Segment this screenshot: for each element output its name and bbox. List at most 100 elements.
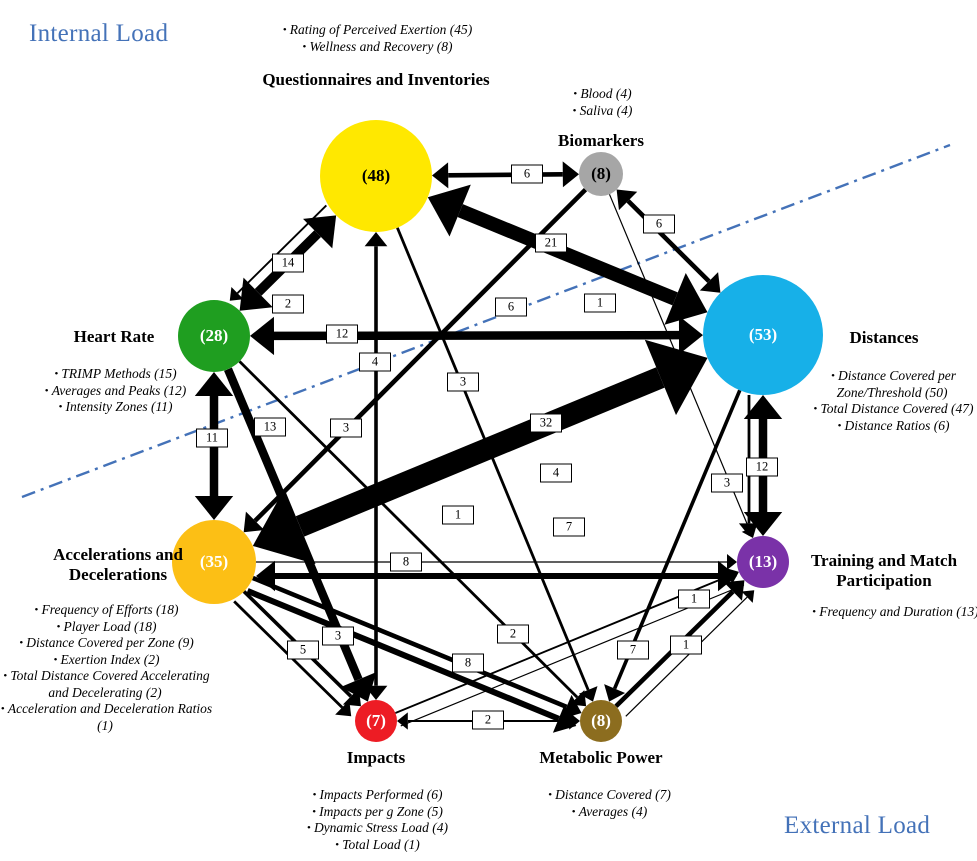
bullet-icon: • (312, 789, 317, 801)
edge-weight-label: 3 (711, 473, 743, 493)
bullet-icon: • (573, 88, 578, 100)
metric-item: •Saliva (4) (501, 103, 701, 120)
metric-item: •TRIMP Methods (15) (0, 366, 239, 383)
metric-item: •Distance Covered (7) (493, 787, 723, 804)
metric-label: Distance Covered (7) (555, 787, 671, 802)
node-circle-questionnaires[interactable] (320, 120, 432, 232)
metric-item: •Total Load (1) (251, 837, 501, 854)
edge-questionnaires-to-distances-21 (427, 184, 708, 325)
metric-label: Saliva (4) (579, 102, 633, 118)
bullet-icon: • (19, 637, 24, 649)
metric-label: Impacts per g Zone (5) (319, 803, 443, 819)
metric-label: Wellness and Recovery (8) (309, 38, 453, 54)
node-metrics-questionnaires: •Rating of Perceived Exertion (45)•Welln… (211, 22, 541, 55)
metric-item: •Blood (4) (501, 86, 701, 103)
bullet-icon: • (53, 653, 58, 666)
bullet-icon: • (44, 384, 49, 397)
node-circle-training-match[interactable] (737, 536, 789, 588)
edge-weight-label: 8 (390, 552, 422, 572)
bullet-icon: • (307, 822, 311, 834)
bullet-icon: • (812, 606, 817, 618)
node-circle-biomarkers[interactable] (579, 152, 623, 196)
edge-biomarkers-to-distances-6 (616, 189, 721, 293)
edge-weight-label: 8 (452, 653, 484, 673)
edge-weight-label: 12 (746, 457, 778, 477)
edge-impacts-to-training-match-1 (400, 581, 745, 727)
metric-label: Distance Covered per Zone/Threshold (50) (836, 368, 956, 400)
bullet-icon: • (548, 789, 553, 801)
node-metrics-biomarkers: •Blood (4)•Saliva (4) (501, 86, 701, 119)
edge-weight-label: 1 (442, 505, 474, 525)
metric-label: Dynamic Stress Load (4) (313, 820, 449, 835)
node-metrics-training-match: •Frequency and Duration (13) (794, 604, 977, 621)
bullet-icon: • (282, 24, 287, 36)
node-circle-heart-rate[interactable] (178, 300, 250, 372)
node-title-heart-rate: Heart Rate (73, 327, 155, 346)
edge-weight-label: 32 (530, 413, 562, 433)
metric-label: Total Distance Covered Accelerating and … (10, 668, 210, 700)
edge-accelerations-to-training-match-1 (256, 554, 737, 570)
node-metrics-metabolic-power: •Distance Covered (7)•Averages (4) (493, 787, 723, 820)
node-circle-distances[interactable] (703, 275, 823, 395)
bullet-icon: • (58, 401, 63, 413)
metric-item: •Distance Covered per Zone (9) (0, 635, 220, 652)
metric-label: Blood (4) (580, 86, 632, 101)
metric-label: Averages (4) (578, 803, 648, 819)
edge-weight-label: 21 (535, 233, 567, 253)
node-metrics-accelerations: •Frequency of Efforts (18)•Player Load (… (0, 602, 220, 734)
edge-weight-label: 13 (254, 417, 286, 437)
metric-item: •Total Distance Covered (47) (802, 401, 977, 418)
edge-weight-label: 1 (678, 589, 710, 609)
edge-weight-label: 4 (359, 352, 391, 372)
metric-label: Intensity Zones (11) (65, 399, 173, 414)
metric-item: •Impacts per g Zone (5) (251, 804, 501, 821)
metric-label: Total Load (1) (342, 836, 420, 852)
node-metrics-distances: • Distance Covered per Zone/Threshold (50… (802, 368, 977, 434)
internal-load-header: Internal Load (29, 20, 169, 47)
node-title-accelerations: Accelerations and Decelerations (53, 545, 183, 584)
bullet-icon: • (302, 40, 307, 53)
edge-weight-label: 5 (287, 640, 319, 660)
metric-label: TRIMP Methods (15) (61, 366, 177, 381)
edge-weight-label: 6 (643, 214, 675, 234)
edge-weight-label: 1 (670, 635, 702, 655)
edge-biomarkers-to-accelerations-6 (243, 187, 588, 533)
metric-label: Averages and Peaks (12) (51, 382, 187, 398)
edge-weight-label: 2 (497, 624, 529, 644)
edge-impacts-to-training-match-2 (395, 567, 739, 714)
edge-distances-to-metabolic-power-4 (604, 389, 742, 702)
metric-label: Rating of Perceived Exertion (45) (289, 22, 473, 37)
edge-weight-label: 6 (495, 297, 527, 317)
bullet-icon: • (571, 805, 576, 818)
edge-weight-label: 3 (447, 372, 479, 392)
bullet-icon: • (572, 104, 577, 117)
bullet-icon: • (34, 604, 39, 616)
metric-label: Total Distance Covered (47) (820, 401, 974, 416)
bullet-icon: • (54, 368, 59, 380)
metric-label: Distance Ratios (6) (844, 417, 950, 433)
metric-item: •Rating of Perceived Exertion (45) (211, 22, 541, 39)
node-title-impacts: Impacts (346, 748, 406, 767)
node-circle-impacts[interactable] (355, 700, 397, 742)
edge-weight-label: 7 (617, 640, 649, 660)
edge-weight-label: 2 (272, 294, 304, 314)
metric-item: •Total Distance Covered Accelerating and… (0, 668, 220, 701)
bullet-icon: • (837, 419, 842, 432)
node-circle-metabolic-power[interactable] (580, 700, 622, 742)
edge-weight-label: 3 (330, 418, 362, 438)
internal-external-divider (21, 143, 951, 499)
bullet-icon: • (312, 805, 317, 818)
metric-item: •Acceleration and Deceleration Ratios (1… (0, 701, 220, 734)
metric-item: •Averages and Peaks (12) (0, 383, 239, 400)
node-title-metabolic-power: Metabolic Power (539, 748, 663, 767)
metric-item: •Dynamic Stress Load (4) (251, 820, 501, 837)
edge-weight-label: 6 (511, 164, 543, 184)
metric-label: Exertion Index (2) (60, 651, 160, 667)
node-title-questionnaires: Questionnaires and Inventories (262, 70, 490, 89)
node-circle-accelerations[interactable] (172, 520, 256, 604)
edge-weight-label: 12 (326, 324, 358, 344)
edge-weight-label: 2 (472, 710, 504, 730)
edge-weight-label: 4 (540, 463, 572, 483)
